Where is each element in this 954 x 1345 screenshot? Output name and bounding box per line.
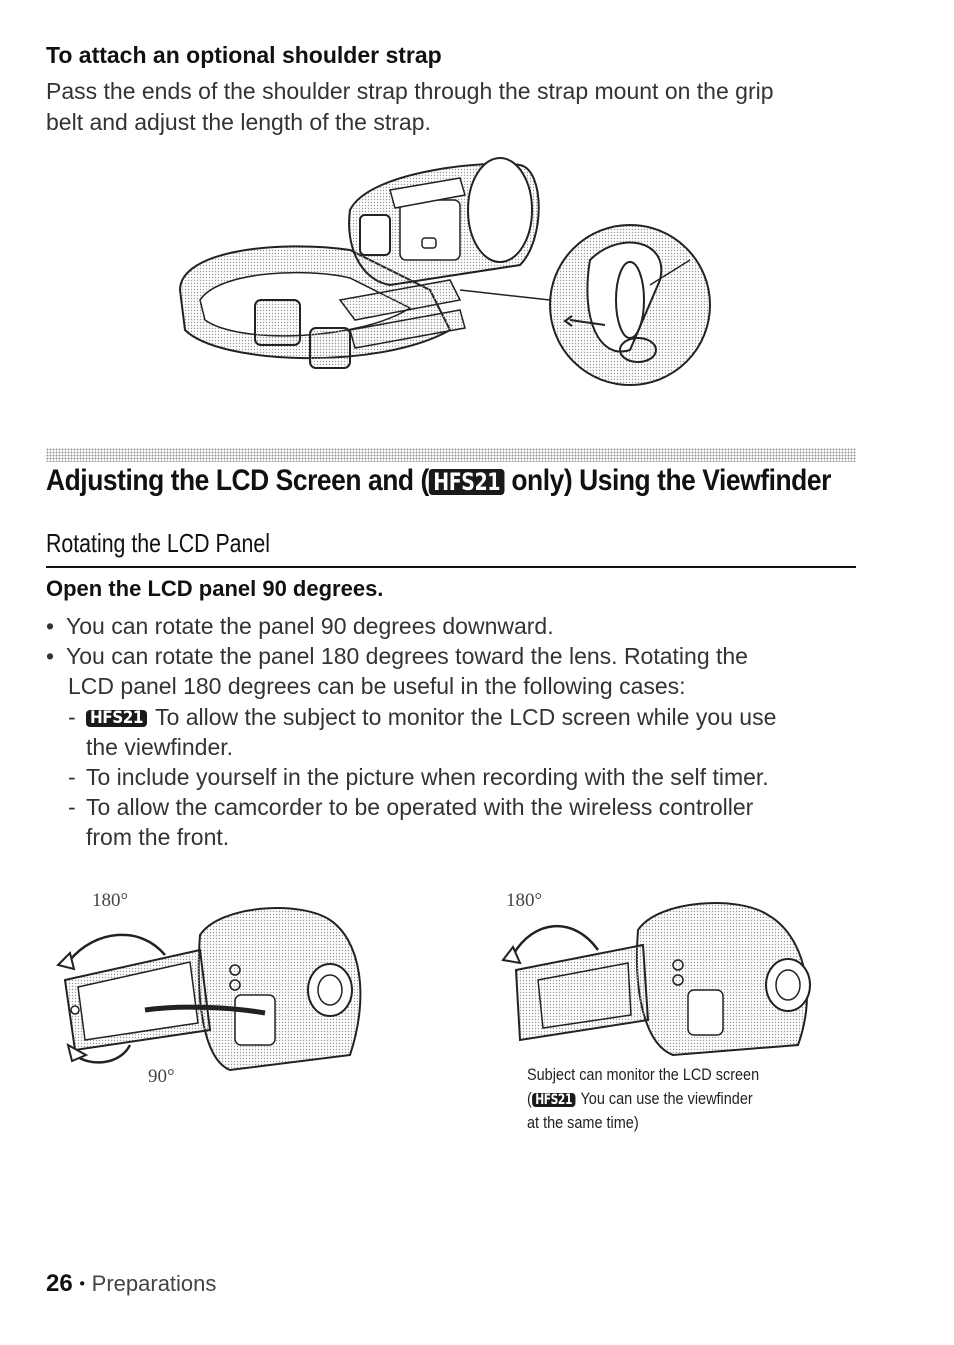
lcd-rotation-left-illustration <box>56 907 362 1072</box>
bullet-item-1: • You can rotate the panel 90 degrees dow… <box>46 611 554 641</box>
caption-line-2-text: You can use the viewfinder <box>580 1089 753 1108</box>
hfs21-model-badge: HFS21 <box>428 469 505 496</box>
bullet-1-text: You can rotate the panel 90 degrees down… <box>66 613 554 639</box>
hfs21-model-badge: HFS21 <box>531 1092 576 1107</box>
sub-item-2: -To include yourself in the picture when… <box>68 762 769 792</box>
strap-heading: To attach an optional shoulder strap <box>46 42 442 68</box>
sub-item-2-text: To include yourself in the picture when … <box>86 764 769 790</box>
step-heading: Open the LCD panel 90 degrees. <box>46 576 384 601</box>
sub-item-1-line-1: To allow the subject to monitor the LCD … <box>155 704 777 730</box>
subsection-title: Rotating the LCD Panel <box>46 528 271 558</box>
sub-item-3-line-1: To allow the camcorder to be operated wi… <box>86 794 754 820</box>
right-figure-caption-line-1: Subject can monitor the LCD screen <box>527 1065 760 1084</box>
sub-item-3-line-2: from the front. <box>86 824 230 850</box>
caption-paren: ( <box>527 1089 532 1108</box>
dash-icon: - <box>68 794 76 820</box>
sub-item-1-line-2: the viewfinder. <box>86 734 234 760</box>
hfs21-model-badge: HFS21 <box>86 710 148 728</box>
right-figure-caption-line-2: (HFS21 You can use the viewfinder <box>527 1086 753 1112</box>
sub-item-1: -HFS21 To allow the subject to monitor th… <box>68 702 776 732</box>
page-number: 26 <box>46 1270 73 1297</box>
section-divider <box>46 448 856 462</box>
right-figure-caption-line-3: at the same time) <box>527 1113 639 1132</box>
bullet-2-line-2: LCD panel 180 degrees can be useful in t… <box>68 673 686 699</box>
footer-bullet: • <box>79 1275 85 1293</box>
bullet-dot-icon: • <box>46 613 55 639</box>
lcd-rotation-right-illustration <box>501 902 811 1057</box>
section-title-post: only) Using the Viewfinder <box>511 464 831 497</box>
sub-item-3: -To allow the camcorder to be operated w… <box>68 792 753 822</box>
bullet-dot-icon: • <box>46 643 55 669</box>
page-footer: 26 • Preparations <box>46 1270 216 1298</box>
dash-icon: - <box>68 764 76 790</box>
shoulder-strap-illustration <box>178 157 711 386</box>
bullet-2-line-1: You can rotate the panel 180 degrees tow… <box>66 643 748 669</box>
footer-section-name: Preparations <box>91 1271 217 1296</box>
left-figure-180-label: 180° <box>92 890 129 911</box>
section-title: Adjusting the LCD Screen and (HFS21 only… <box>46 464 831 498</box>
section-title-pre: Adjusting the LCD Screen and ( <box>46 464 429 497</box>
strap-text-line-1: Pass the ends of the shoulder strap thro… <box>46 78 774 104</box>
right-figure-180-label: 180° <box>506 890 543 911</box>
left-figure-90-label: 90° <box>148 1066 175 1087</box>
bullet-item-2: • You can rotate the panel 180 degrees to… <box>46 641 748 671</box>
subsection-rule <box>46 566 856 568</box>
dash-icon: - <box>68 704 76 730</box>
strap-text-line-2: belt and adjust the length of the strap. <box>46 109 431 135</box>
